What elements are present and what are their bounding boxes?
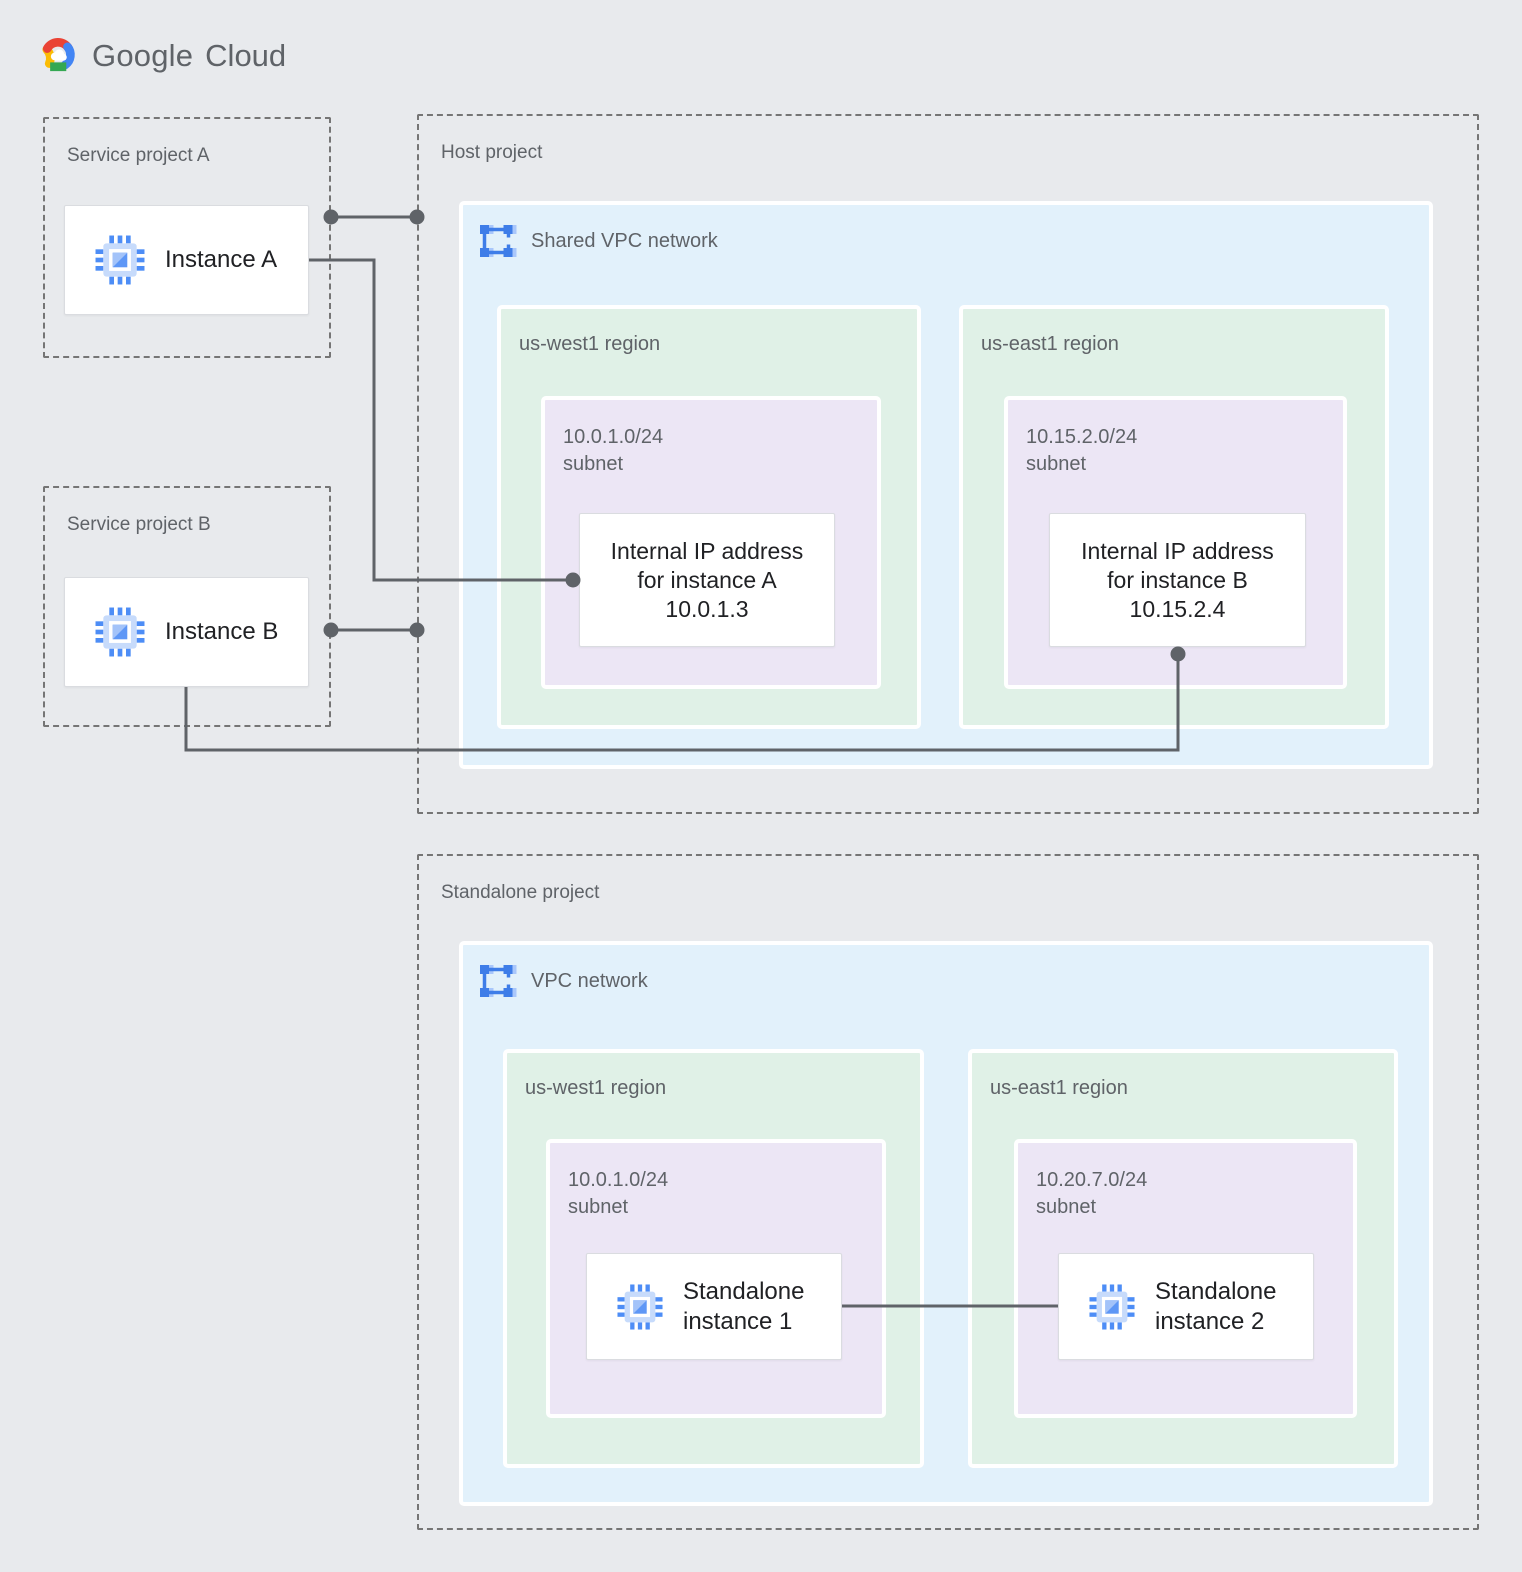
service-project-a-title: Service project A (67, 145, 210, 166)
shared-vpc-network-box: Shared VPC network us-west1 region 10.0.… (459, 201, 1433, 769)
vpc-network-icon (480, 965, 517, 997)
logo-brand-text: Google (92, 38, 194, 73)
subnet-word: subnet (1036, 1196, 1097, 1218)
host-subnet-us-west1-label: 10.0.1.0/24 subnet (563, 424, 663, 478)
vpc-network-label: VPC network (477, 961, 648, 1001)
standalone-project-box: Standalone project (417, 854, 1479, 1530)
shared-vpc-network-text: Shared VPC network (531, 229, 718, 252)
vpc-network-icon (480, 225, 517, 257)
shared-vpc-network-label: Shared VPC network (477, 221, 718, 261)
compute-instance-icon (95, 607, 145, 657)
standalone-subnet-us-east1-label: 10.20.7.0/24 subnet (1036, 1167, 1147, 1221)
instance-a-label: Instance A (165, 246, 278, 273)
standalone-region-us-west1-label: us-west1 region (525, 1077, 667, 1099)
subnet-cidr: 10.0.1.0/24 (563, 426, 664, 448)
host-subnet-us-east1: 10.15.2.0/24 subnet Internal IP address … (1004, 396, 1347, 689)
subnet-cidr: 10.20.7.0/24 (1036, 1169, 1148, 1191)
subnet-word: subnet (568, 1196, 629, 1218)
standalone-region-us-east1-label: us-east1 region (990, 1077, 1128, 1099)
compute-instance-icon (1089, 1283, 1135, 1330)
instance-a-card: Instance A (64, 205, 309, 315)
instance-b-label: Instance B (165, 618, 279, 645)
ip-b-line3: 10.15.2.4 (1129, 595, 1226, 622)
host-region-us-east1: us-east1 region 10.15.2.0/24 subnet Inte… (959, 305, 1389, 729)
standalone-subnet-us-west1: 10.0.1.0/24 subnet (546, 1139, 886, 1418)
host-region-us-west1: us-west1 region 10.0.1.0/24 subnet Inter… (497, 305, 921, 729)
service-project-b-title: Service project B (67, 514, 211, 535)
host-region-us-east1-label: us-east1 region (981, 333, 1119, 355)
service-project-a-box: Service project A (43, 117, 331, 358)
subnet-word: subnet (1026, 453, 1087, 475)
host-subnet-us-west1: 10.0.1.0/24 subnet Internal IP address f… (541, 396, 881, 689)
google-cloud-logo-icon (42, 38, 75, 72)
standalone-instance-1-line1: Standalone (683, 1277, 805, 1305)
compute-instance-icon (95, 235, 145, 285)
vpc-network-box: VPC network us-west1 region 10.0.1.0/24 … (459, 941, 1433, 1506)
standalone-subnet-us-east1: 10.20.7.0/24 subnet (1014, 1139, 1357, 1418)
host-subnet-us-east1-label: 10.15.2.0/24 subnet (1026, 424, 1137, 478)
subnet-word: subnet (563, 453, 624, 475)
standalone-instance-2-line2: instance 2 (1155, 1307, 1265, 1335)
instance-b-card: Instance B (64, 577, 309, 687)
subnet-cidr: 10.0.1.0/24 (568, 1169, 669, 1191)
standalone-region-us-east1: us-east1 region 10.20.7.0/24 subnet (968, 1049, 1398, 1468)
standalone-instance-1-card: Standalone instance 1 (586, 1253, 842, 1360)
standalone-instance-2-line1: Standalone (1155, 1277, 1277, 1305)
google-cloud-logo: Google Cloud (34, 36, 286, 76)
ip-b-line1: Internal IP address (1081, 537, 1274, 564)
internal-ip-b-card: Internal IP address for instance B 10.15… (1049, 513, 1306, 647)
ip-a-line3: 10.0.1.3 (665, 595, 749, 622)
standalone-instance-1-line2: instance 1 (683, 1307, 793, 1335)
compute-instance-icon (617, 1283, 663, 1330)
standalone-project-title: Standalone project (441, 882, 600, 903)
host-project-title: Host project (441, 142, 543, 163)
internal-ip-a-card: Internal IP address for instance A 10.0.… (579, 513, 835, 647)
standalone-subnet-us-west1-label: 10.0.1.0/24 subnet (568, 1167, 668, 1221)
standalone-instance-1-label: Standalone instance 1 (683, 1277, 804, 1337)
ip-a-line2: for instance A (637, 566, 777, 593)
standalone-region-us-west1: us-west1 region 10.0.1.0/24 subnet (503, 1049, 924, 1468)
ip-b-line2: for instance B (1107, 566, 1248, 593)
ip-a-line1: Internal IP address (610, 537, 804, 564)
standalone-instance-2-label: Standalone instance 2 (1155, 1277, 1276, 1337)
logo-product-text: Cloud (205, 38, 287, 73)
subnet-cidr: 10.15.2.0/24 (1026, 426, 1138, 448)
vpc-network-text: VPC network (531, 969, 648, 992)
standalone-instance-2-card: Standalone instance 2 (1058, 1253, 1314, 1360)
host-region-us-west1-label: us-west1 region (519, 333, 661, 355)
